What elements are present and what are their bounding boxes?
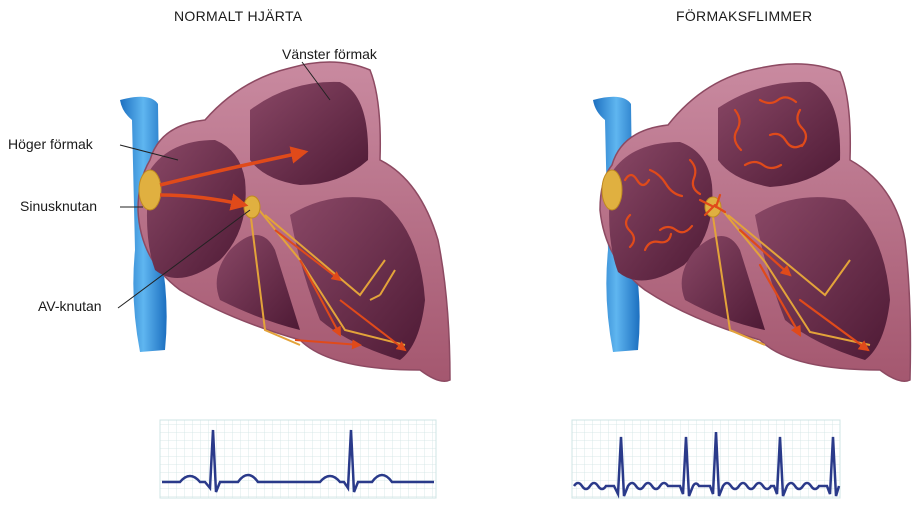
label-av-node: AV-knutan xyxy=(38,298,102,314)
label-right-atrium: Höger förmak xyxy=(8,136,93,152)
av-node xyxy=(244,196,260,218)
normal-heart xyxy=(118,62,450,381)
ecg-afib xyxy=(572,420,840,498)
label-sinus-node: Sinusknutan xyxy=(20,198,97,214)
label-left-atrium: Vänster förmak xyxy=(282,46,377,62)
ecg-normal xyxy=(160,420,436,498)
sinus-node xyxy=(139,170,161,210)
afib-heart xyxy=(593,64,910,381)
